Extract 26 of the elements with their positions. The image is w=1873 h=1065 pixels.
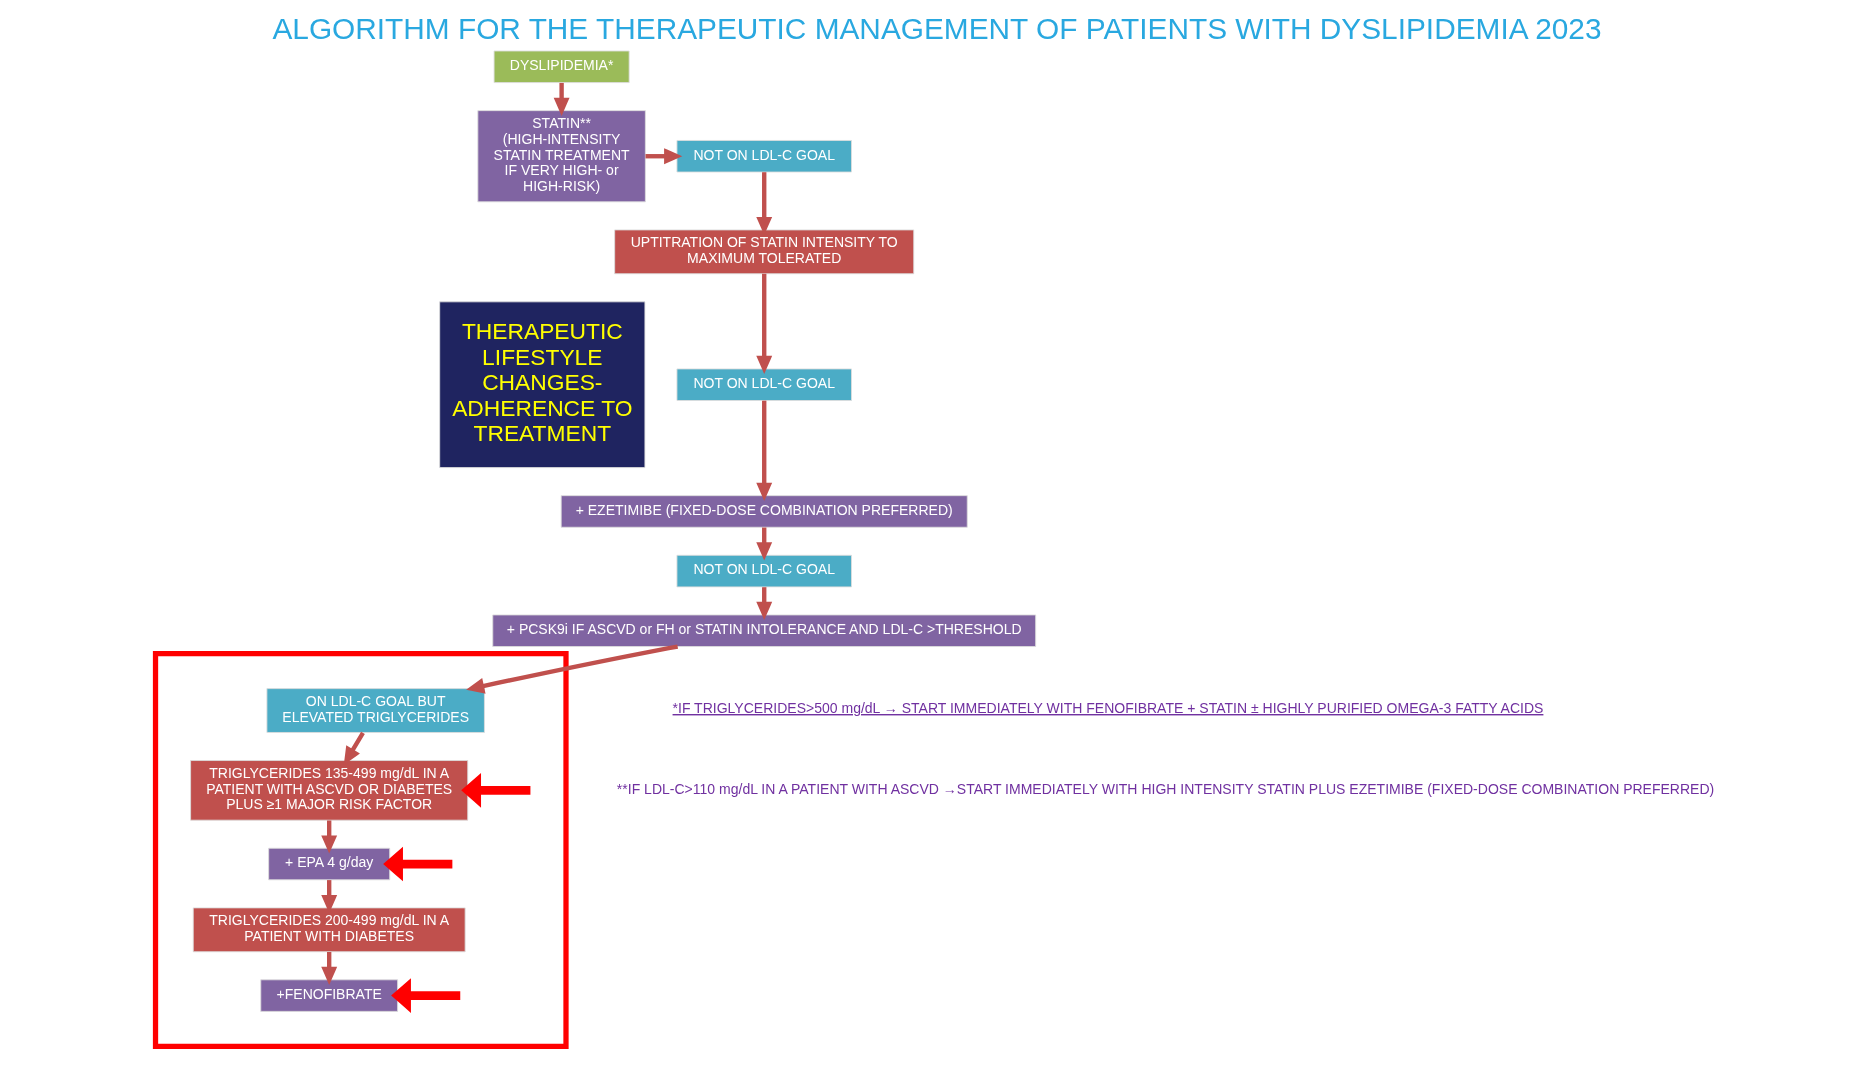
- node-box: +FENOFIBRATE: [259, 979, 398, 1012]
- arrow: [382, 846, 452, 882]
- node-box: + PCSK9i IF ASCVD or FH or STATIN INTOLERANCE AND LDL-C >THRESHOLD: [491, 614, 1036, 647]
- node-box: UPTITRATION OF STATIN INTENSITY TO MAXIMUM TOLERATED: [613, 229, 914, 275]
- arrow: [553, 82, 570, 116]
- arrow: [755, 273, 772, 375]
- node-box: + EPA 4 g/day: [267, 847, 390, 881]
- node-box: STATIN** (HIGH-INTENSITY STATIN TREATMENT IF VERY HIGH- or HIGH-RISK): [476, 110, 646, 203]
- node-box: TRIGLYCERIDES 200-499 mg/dL IN A PATIENT WITH DIABETES: [192, 907, 466, 953]
- label: **IF LDL-C>110 mg/dL IN A PATIENT WITH ASCVD →START IMMEDIATELY WITH HIGH INTENSITY STATIN PLUS EZETIMIBE (FIXED-DOSE COMBINATION PREFERRED): [616, 780, 1714, 797]
- arrow: [390, 978, 460, 1013]
- node-box: ON LDL-C GOAL BUT ELEVATED TRIGLYCERIDES: [265, 688, 485, 733]
- arrow: [755, 400, 772, 501]
- arrow: [465, 644, 678, 694]
- node-box: NOT ON LDL-C GOAL: [676, 140, 852, 173]
- node-box: NOT ON LDL-C GOAL: [676, 554, 852, 588]
- node-box: DYSLIPIDEMIA*: [493, 50, 630, 83]
- arrow: [645, 148, 682, 165]
- diagram-title: ALGORITHM FOR THE THERAPEUTIC MANAGEMENT OF PATIENTS WITH DYSLIPIDEMIA 2023: [271, 11, 1602, 45]
- arrow: [460, 773, 530, 808]
- label: *IF TRIGLYCERIDES>500 mg/dL → START IMMEDIATELY WITH FENOFIBRATE + STATIN ± HIGHLY PURIFIED OMEGA-3 FATTY ACIDS: [672, 700, 1543, 716]
- node-box: THERAPEUTIC LIFESTYLE CHANGES- ADHERENCE TO TREATMENT: [438, 301, 645, 469]
- node-box: TRIGLYCERIDES 135-499 mg/dL IN A PATIENT WITH ASCVD OR DIABETES PLUS ≥1 MAJOR RISK FACTOR: [189, 760, 468, 821]
- node-box: NOT ON LDL-C GOAL: [676, 368, 852, 401]
- cluster: [152, 650, 569, 1050]
- node-box: + EZETIMIBE (FIXED-DOSE COMBINATION PREFERRED): [560, 495, 968, 528]
